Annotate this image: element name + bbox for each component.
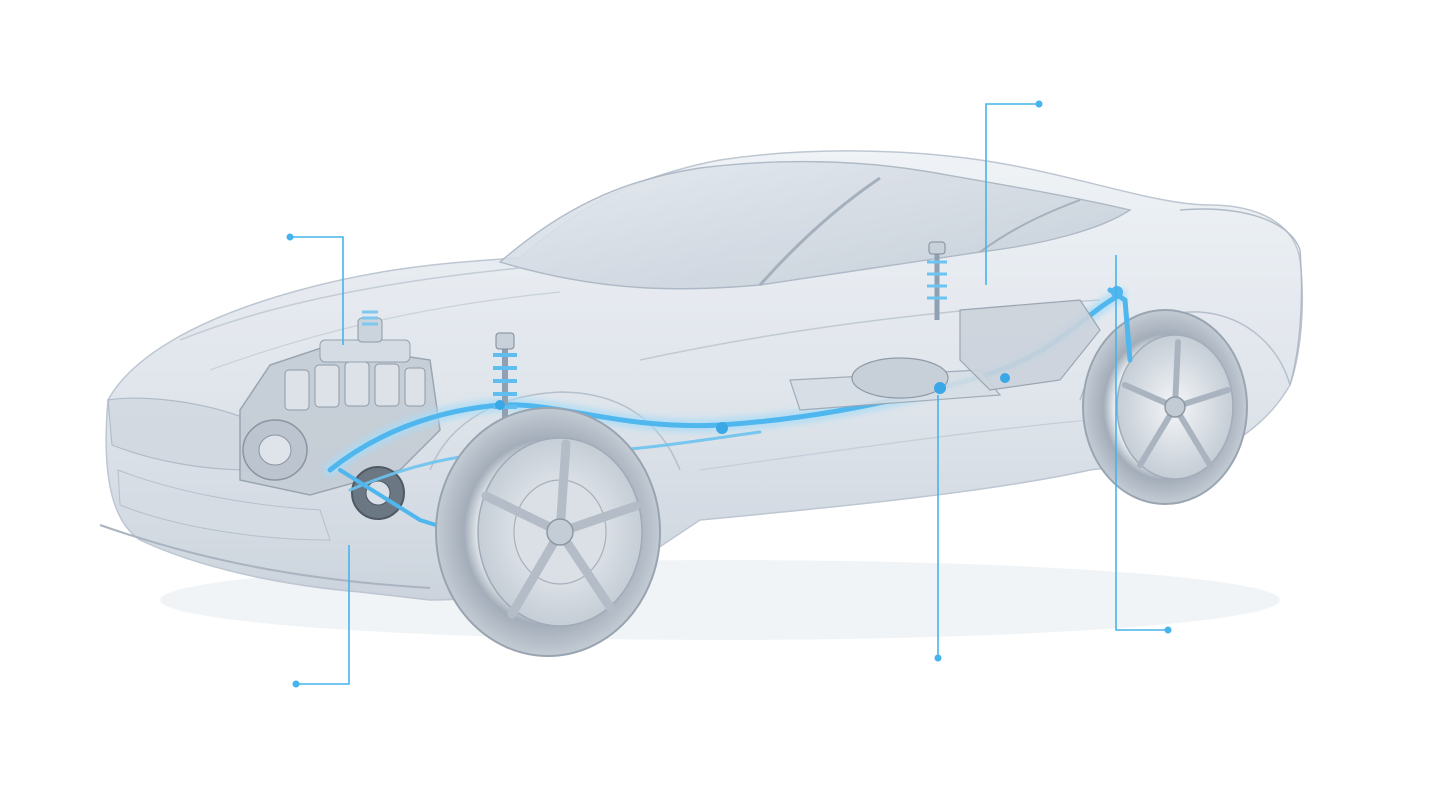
callout-lines [286,100,1172,688]
front-wheel [435,407,661,657]
rear-strut [927,241,947,320]
rear-wheel [1082,309,1248,505]
callout-line-rear-axle [1115,255,1168,631]
callout-line-front-suspension [296,545,350,685]
callout-rear-suspension-top [985,100,1043,285]
front-strut [493,332,517,430]
callout-dot-center-subframe [934,654,942,662]
car-body-ghost [99,150,1304,601]
callout-center-subframe [934,395,942,662]
callout-rear-axle [1115,255,1172,634]
callout-line-rear-suspension-top [985,103,1039,285]
callout-dot-engine-mount [286,233,294,241]
callout-front-suspension [292,545,350,688]
callout-dot-rear-axle [1164,626,1172,634]
callout-line-engine-mount [290,236,344,345]
engine-block [239,310,441,520]
callout-dot-front-suspension [292,680,300,688]
callout-dot-rear-suspension-top [1035,100,1043,108]
chassis-highlight [323,241,1133,547]
callout-engine-mount [286,233,344,345]
